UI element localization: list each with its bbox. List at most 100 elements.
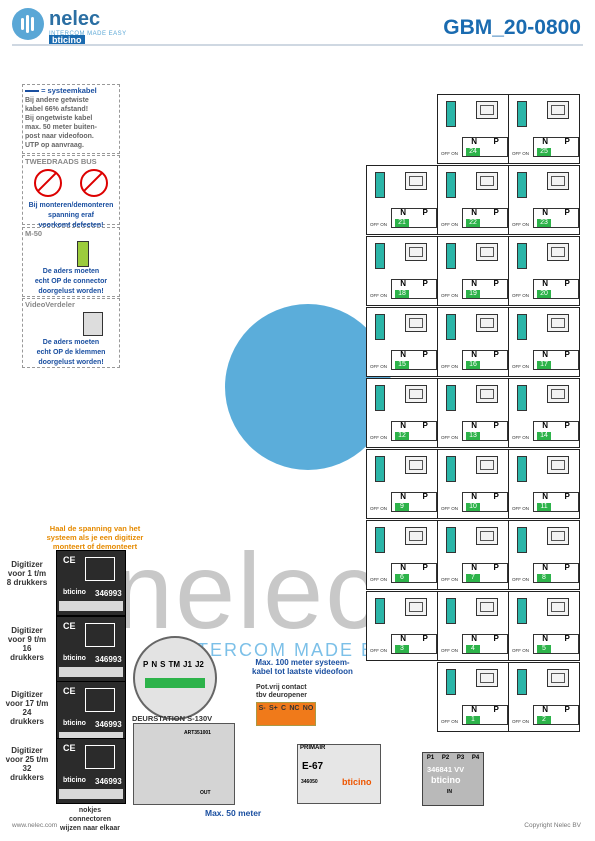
system-cable-line: max. 50 meter buiten- (25, 124, 97, 131)
offon-switch-label: OFF ON (512, 435, 529, 440)
connector-icon (375, 385, 385, 411)
door-station-connector (145, 678, 205, 688)
offon-switch-label: OFF ON (512, 222, 529, 227)
watermark-word: nelec (113, 530, 382, 651)
offon-switch-label: OFF ON (512, 151, 529, 156)
monitor-icon (405, 385, 427, 403)
brand-tagline: INTERCOM MADE EASY (49, 31, 127, 37)
connector-icon (446, 456, 456, 482)
digitizer-label: Digitizer voor 25 t/m 32 drukkers (5, 746, 49, 782)
monitor-icon (405, 314, 427, 332)
offon-switch-label: OFF ON (370, 293, 387, 298)
video-splitter-text: echt OP de klemmen (36, 349, 106, 356)
offon-switch-label: OFF ON (441, 222, 458, 227)
monitor-icon (547, 598, 569, 616)
video-splitter-icon (83, 312, 103, 336)
monitor-icon (405, 172, 427, 190)
connector-icon (517, 456, 527, 482)
videophone-number: 13 (466, 432, 480, 440)
m50-connector-icon (77, 241, 89, 267)
digitizer-label: Digitizer voor 1 t/m 8 drukkers (6, 560, 48, 587)
videophone-number: 6 (395, 574, 409, 582)
connector-icon (446, 669, 456, 695)
videophone-number: 12 (395, 432, 409, 440)
videophone-number: 15 (395, 361, 409, 369)
videophone-number: 10 (466, 503, 480, 511)
video-splitter-note: VideoVerdeler De aders moeten echt OP de… (22, 298, 120, 368)
monitor-icon (405, 456, 427, 474)
connector-icon (446, 385, 456, 411)
m50-text: echt OP de connector (34, 278, 108, 285)
offon-switch-label: OFF ON (512, 719, 529, 724)
videophone-number: 19 (466, 290, 480, 298)
connector-icon (375, 172, 385, 198)
door-station-unit: ART351001 OUT (133, 723, 235, 805)
no-power-plug-icon (34, 169, 63, 197)
video-splitter-title: VideoVerdeler (25, 300, 75, 309)
videophone-number: 1 (466, 716, 480, 724)
offon-switch-label: OFF ON (441, 648, 458, 653)
system-cable-line: Bij ongetwiste kabel (25, 115, 93, 122)
offon-switch-label: OFF ON (512, 506, 529, 511)
videophone-number: 7 (466, 574, 480, 582)
offon-switch-label: OFF ON (441, 577, 458, 582)
videophone-number: 24 (466, 148, 480, 156)
max-50-note: Max. 50 meter (205, 808, 262, 818)
videophone-number: 17 (537, 361, 551, 369)
offon-switch-label: OFF ON (512, 293, 529, 298)
connector-icon (446, 598, 456, 624)
power-supply: PRIMAIR E-67 346050 bticino (297, 744, 381, 804)
monitor-icon (476, 314, 498, 332)
m50-note: M-50 De aders moeten echt OP de connecto… (22, 227, 120, 297)
two-wire-bus-text: Bij monteren/demonteren (28, 202, 114, 209)
monitor-icon (476, 456, 498, 474)
system-cable-legend: = systeemkabel (23, 85, 119, 96)
monitor-icon (476, 101, 498, 119)
connector-icon (446, 172, 456, 198)
monitor-icon (547, 456, 569, 474)
monitor-icon (476, 243, 498, 261)
video-splitter-text: doorgelust worden! (38, 359, 104, 366)
offon-switch-label: OFF ON (370, 222, 387, 227)
videophone-number: 23 (537, 219, 551, 227)
videophone-number: 5 (537, 645, 551, 653)
connector-icon (446, 101, 456, 127)
m50-text: doorgelust worden! (38, 288, 104, 295)
videophone-number: 3 (395, 645, 409, 653)
watermark-tagline: INTERCOM MADE EASY (175, 640, 418, 660)
connector-icon (375, 527, 385, 553)
monitor-icon (405, 243, 427, 261)
monitor-icon (547, 243, 569, 261)
connector-icon (517, 101, 527, 127)
offon-switch-label: OFF ON (441, 506, 458, 511)
videophone-number: 20 (537, 290, 551, 298)
